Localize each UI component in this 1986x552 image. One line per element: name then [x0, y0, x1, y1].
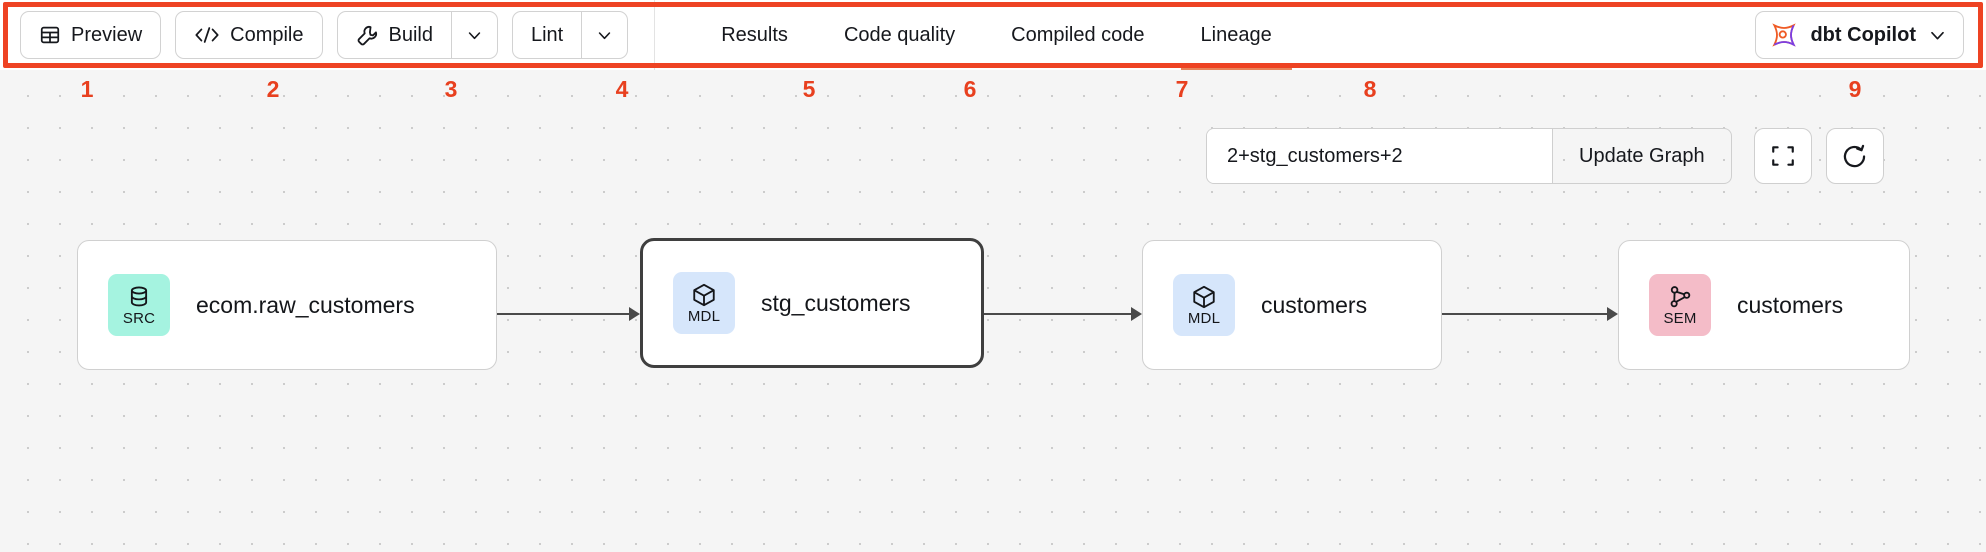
build-button[interactable]: Build — [338, 12, 451, 58]
tab-results[interactable]: Results — [693, 0, 816, 70]
lineage-node-ecom-raw-customers[interactable]: SRC ecom.raw_customers — [77, 240, 497, 370]
graph-selector-group: Update Graph — [1206, 128, 1732, 184]
lineage-node-stg-customers[interactable]: MDL stg_customers — [640, 238, 984, 368]
code-icon — [194, 24, 220, 46]
node-type-badge-label: MDL — [1187, 310, 1221, 327]
graph-controls: Update Graph — [1206, 128, 1884, 184]
lint-button[interactable]: Lint — [513, 12, 581, 58]
toolbar-divider — [654, 0, 656, 70]
update-graph-button[interactable]: Update Graph — [1552, 129, 1731, 183]
annotation-number-4: 4 — [615, 76, 629, 102]
toolbar-action-buttons: Preview Compile Build — [0, 0, 629, 70]
tab-compiled-code[interactable]: Compiled code — [983, 0, 1172, 70]
node-type-badge: MDL — [1173, 274, 1235, 336]
cube-icon — [1191, 284, 1217, 310]
graph-selector-input[interactable] — [1207, 129, 1552, 183]
tab-label: Lineage — [1200, 23, 1272, 46]
tab-label: Results — [721, 23, 788, 46]
lineage-node-label: customers — [1261, 291, 1368, 318]
lineage-edge — [984, 313, 1132, 315]
toolbar-right-group: dbt Copilot — [1755, 11, 1986, 59]
chevron-down-icon — [466, 27, 483, 44]
chevron-down-icon — [1928, 26, 1947, 45]
wrench-icon — [356, 24, 379, 47]
tab-label: Code quality — [843, 23, 956, 46]
semantic-graph-icon — [1667, 284, 1693, 310]
lineage-edge — [497, 313, 630, 315]
node-type-badge-label: SEM — [1663, 310, 1697, 327]
lint-button-group: Lint — [511, 11, 629, 59]
lineage-edge-arrowhead — [1131, 307, 1142, 321]
cube-icon — [691, 282, 717, 308]
annotation-number-5: 5 — [802, 76, 816, 102]
annotation-number-2: 2 — [266, 76, 280, 102]
fit-view-button[interactable] — [1753, 128, 1812, 184]
preview-button-label: Preview — [71, 24, 143, 46]
refresh-button[interactable] — [1825, 128, 1884, 184]
top-toolbar: Preview Compile Build — [0, 0, 1986, 70]
dbt-copilot-label: dbt Copilot — [1810, 23, 1916, 46]
dbt-copilot-icon — [1770, 21, 1798, 49]
lint-button-label: Lint — [530, 24, 564, 46]
annotation-number-9: 9 — [1848, 76, 1862, 102]
fullscreen-icon — [1770, 143, 1796, 169]
lineage-node-customers-semantic[interactable]: SEM customers — [1618, 240, 1910, 370]
annotation-number-1: 1 — [80, 76, 94, 102]
lint-dropdown-toggle[interactable] — [581, 12, 627, 58]
compile-button-label: Compile — [230, 24, 304, 46]
annotation-number-3: 3 — [444, 76, 458, 102]
graph-icon-button-group — [1753, 128, 1884, 184]
lineage-node-label: ecom.raw_customers — [196, 291, 415, 318]
lineage-node-customers-model[interactable]: MDL customers — [1142, 240, 1442, 370]
annotation-number-7: 7 — [1175, 76, 1189, 102]
node-type-badge: MDL — [673, 272, 735, 334]
results-panel-tabs: Results Code quality Compiled code Lineage — [693, 0, 1300, 70]
build-button-group: Build — [336, 11, 498, 59]
node-type-badge: SRC — [108, 274, 170, 336]
chevron-down-icon — [596, 27, 613, 44]
node-type-badge-label: MDL — [687, 308, 721, 325]
build-button-label: Build — [388, 24, 433, 46]
lineage-node-label: stg_customers — [761, 289, 911, 316]
tab-code-quality[interactable]: Code quality — [816, 0, 983, 70]
preview-button[interactable]: Preview — [20, 11, 162, 59]
dbt-copilot-button[interactable]: dbt Copilot — [1755, 11, 1964, 59]
table-icon — [39, 24, 61, 46]
refresh-icon — [1841, 143, 1868, 170]
database-icon — [126, 284, 152, 310]
node-type-badge: SEM — [1649, 274, 1711, 336]
tab-label: Compiled code — [1011, 23, 1145, 46]
lineage-edge — [1442, 313, 1608, 315]
lineage-edge-arrowhead — [629, 307, 640, 321]
compile-button[interactable]: Compile — [175, 11, 323, 59]
annotation-number-8: 8 — [1363, 76, 1377, 102]
lineage-node-label: customers — [1737, 291, 1844, 318]
build-dropdown-toggle[interactable] — [450, 12, 497, 58]
node-type-badge-label: SRC — [122, 310, 156, 327]
tab-lineage[interactable]: Lineage — [1173, 0, 1300, 70]
annotation-number-6: 6 — [963, 76, 977, 102]
lineage-edge-arrowhead — [1607, 307, 1618, 321]
